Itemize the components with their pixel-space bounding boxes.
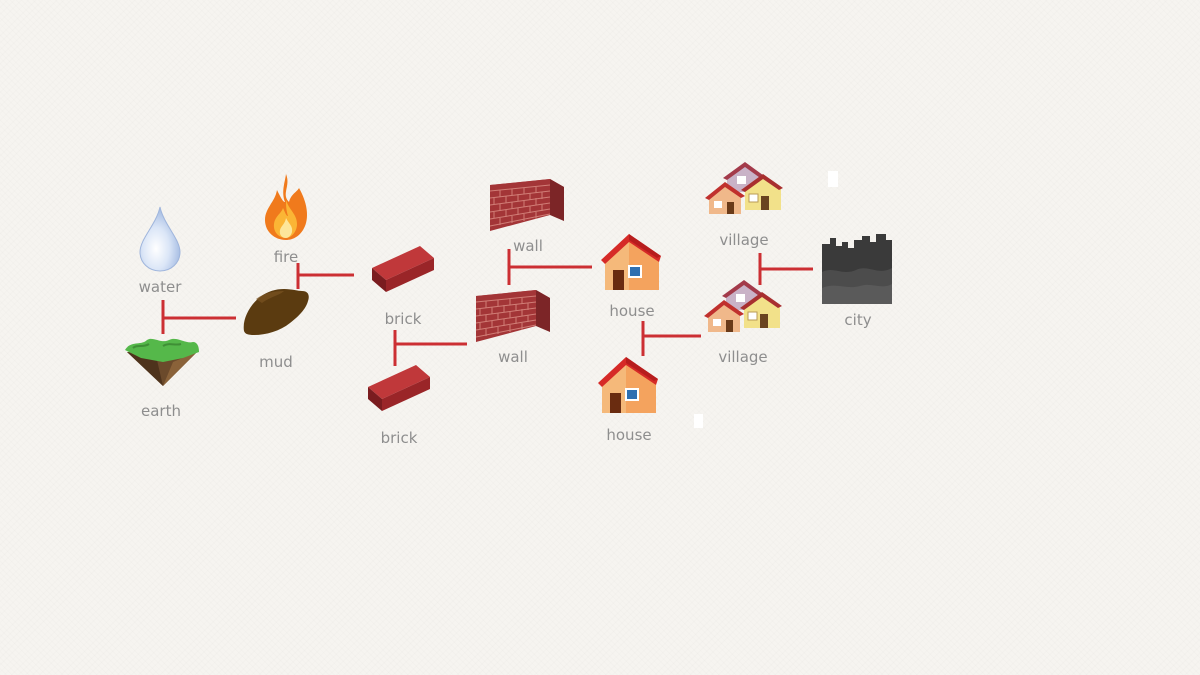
element-brick-top[interactable] [370, 244, 436, 294]
element-house-top[interactable] [599, 232, 665, 294]
label-water: water [138, 278, 182, 296]
element-village-top[interactable] [705, 162, 783, 218]
house-icon [598, 357, 658, 413]
element-earth[interactable] [123, 336, 201, 388]
label-house-top: house [609, 302, 655, 320]
element-wall-mid[interactable] [474, 288, 552, 344]
element-fire[interactable] [261, 172, 311, 242]
background-speck [694, 414, 703, 428]
label-village-mid: village [718, 348, 768, 366]
element-water[interactable] [135, 205, 185, 273]
water-drop-icon [139, 206, 181, 272]
label-house-bottom: house [606, 426, 652, 444]
element-house-bottom[interactable] [596, 355, 662, 417]
background-speck [828, 171, 838, 187]
label-brick-top: brick [384, 310, 422, 328]
element-wall-top[interactable] [488, 177, 566, 233]
connector-wall [393, 330, 467, 366]
brick-icon [372, 246, 434, 292]
earth-island-icon [125, 338, 199, 386]
label-brick-bottom: brick [380, 429, 418, 447]
label-city: city [844, 311, 872, 329]
connector-brick [296, 263, 354, 289]
label-earth: earth [141, 402, 181, 420]
element-village-mid[interactable] [704, 280, 782, 336]
connector-city [758, 253, 813, 285]
label-wall-top: wall [513, 237, 543, 255]
village-houses-icon [705, 162, 783, 214]
connector-house [507, 249, 592, 285]
house-icon [601, 234, 661, 290]
brick-wall-icon [489, 179, 564, 231]
connector-mud [161, 300, 236, 334]
brick-icon [368, 365, 430, 411]
city-skyline-icon [822, 234, 892, 304]
label-fire: fire [273, 248, 299, 266]
label-wall-mid: wall [498, 348, 528, 366]
label-village-top: village [719, 231, 769, 249]
connector-village [641, 321, 701, 356]
element-brick-bottom[interactable] [366, 363, 432, 413]
brick-wall-icon [475, 290, 550, 342]
element-mud[interactable] [240, 285, 312, 337]
label-mud: mud [259, 353, 293, 371]
fire-flame-icon [265, 174, 307, 240]
village-houses-icon [704, 280, 782, 332]
element-city[interactable] [822, 232, 894, 306]
mud-blob-icon [243, 289, 309, 335]
